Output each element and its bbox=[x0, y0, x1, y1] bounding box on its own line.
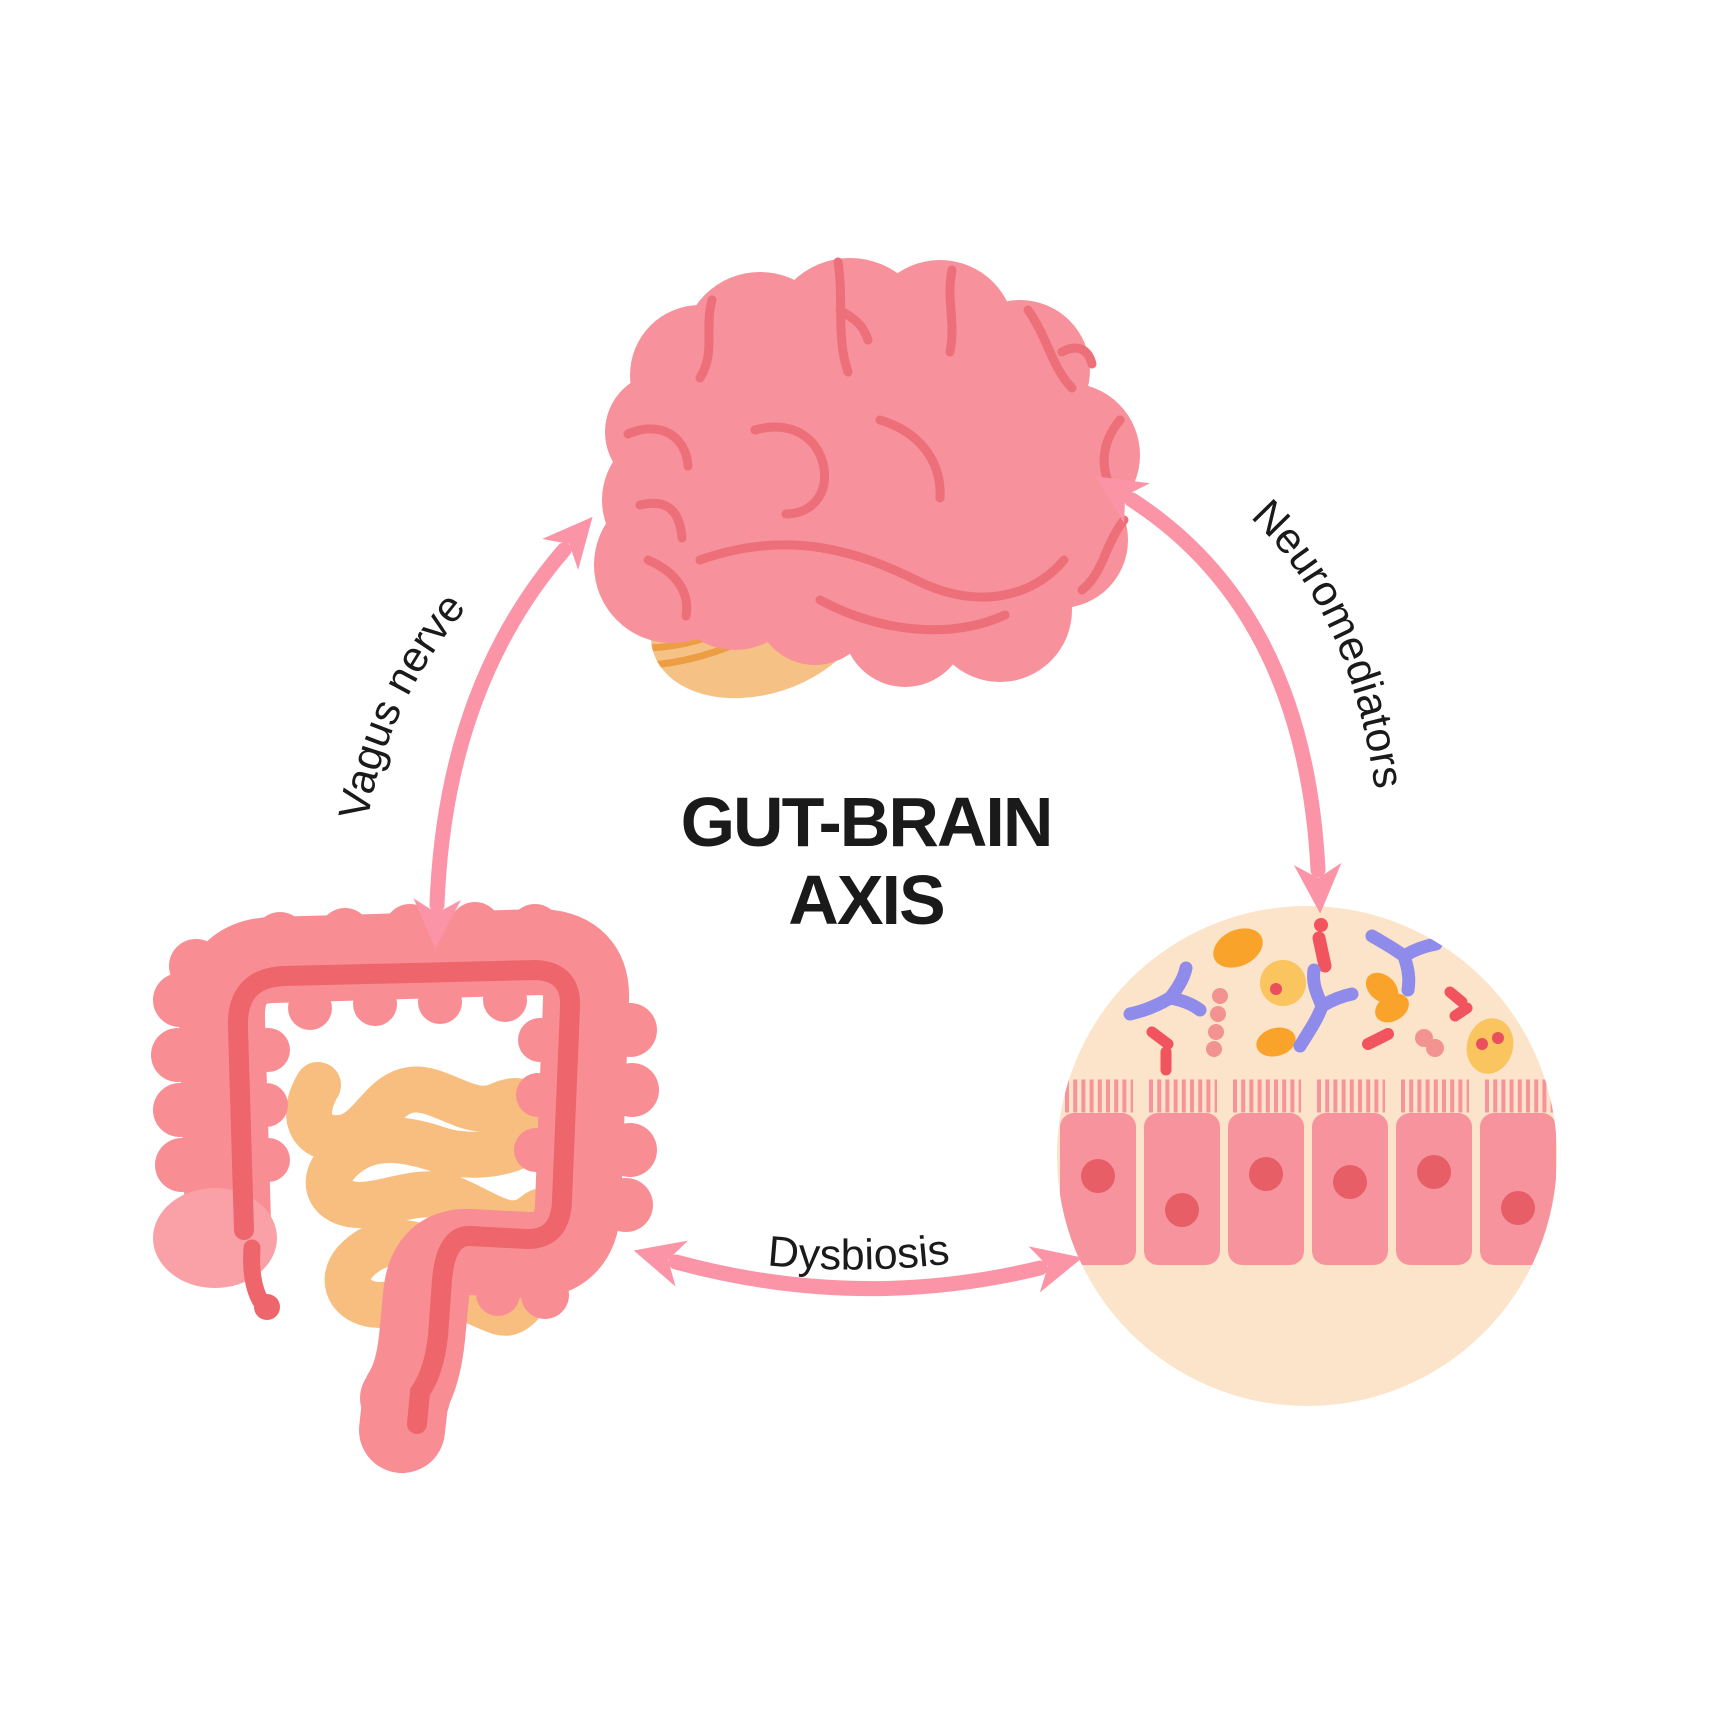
microbe-salmon-diplococcus bbox=[1415, 1029, 1444, 1057]
microbe-antibody bbox=[1293, 963, 1359, 1053]
intestine-illustration bbox=[151, 902, 659, 1474]
brain-illustration bbox=[594, 257, 1140, 699]
small-intestine bbox=[286, 1062, 575, 1336]
microbe-yellow-cell bbox=[1260, 960, 1306, 1006]
title-line1: GUT-BRAIN bbox=[681, 783, 1052, 861]
microbe-yeast-cell bbox=[1466, 1018, 1514, 1074]
microbe-antibody bbox=[1123, 961, 1207, 1021]
appendix bbox=[243, 1239, 280, 1320]
microbe-antibody bbox=[1365, 929, 1443, 997]
dysbiosis-arrow bbox=[633, 1240, 1083, 1297]
intestine-inner-line bbox=[227, 959, 581, 1434]
title-line2: AXIS bbox=[788, 861, 943, 939]
microbe-orange-oval bbox=[1213, 928, 1263, 968]
cerebrum bbox=[594, 258, 1140, 687]
page-title: GUT-BRAIN AXIS bbox=[681, 783, 1054, 939]
microbe-orange-pair bbox=[1365, 972, 1409, 1023]
haustra-bumps bbox=[151, 902, 659, 1474]
neuromediators-arrow bbox=[1095, 476, 1342, 914]
dysbiosis-label: Dysbiosis bbox=[766, 1226, 952, 1280]
microbe-red-rods-pair bbox=[1146, 1026, 1174, 1076]
microbe-red-rod bbox=[1362, 1028, 1394, 1050]
cell-nuclei bbox=[1081, 1155, 1535, 1227]
microbes bbox=[1123, 918, 1514, 1076]
vagus-arrow bbox=[413, 516, 593, 949]
large-intestine bbox=[178, 909, 630, 1473]
microbe-orange-oval bbox=[1256, 1027, 1296, 1057]
microbe-red-rod bbox=[1312, 918, 1332, 973]
microbiome-circle bbox=[1057, 906, 1557, 1406]
epithelial-cells bbox=[1060, 1079, 1556, 1265]
microbe-cocci-chain bbox=[1206, 988, 1228, 1057]
microbe-red-rods-pair bbox=[1444, 986, 1473, 1022]
circle-background bbox=[1057, 906, 1557, 1406]
